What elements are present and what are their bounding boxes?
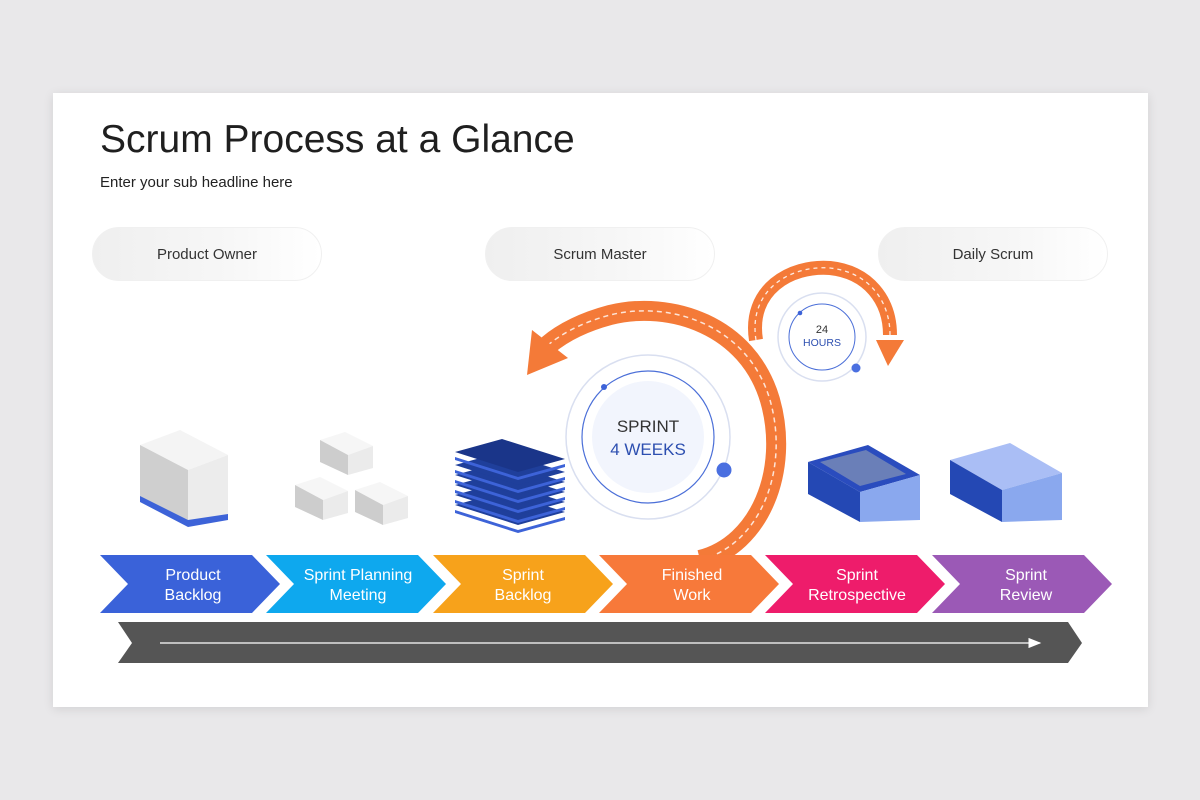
step-label-line1: Sprint <box>502 567 544 584</box>
page-title: Scrum Process at a Glance <box>100 118 575 161</box>
step-label-line2: Review <box>1000 587 1053 604</box>
sprint-circle-dot-small <box>601 384 607 390</box>
step-sprint-planning-meeting: Sprint Planning Meeting <box>266 555 446 613</box>
sprint-circle: SPRINT 4 WEEKS <box>565 354 732 520</box>
step-sprint-retrospective: Sprint Retrospective <box>765 555 945 613</box>
daily-loop-arrowhead <box>876 340 904 366</box>
sprint-label: SPRINT <box>617 417 679 436</box>
step-label-line1: Sprint Planning <box>304 567 413 584</box>
step-label-line2: Work <box>673 587 711 604</box>
step-label-line2: Meeting <box>330 587 387 604</box>
role-pill-daily-scrum: Daily Scrum <box>878 227 1108 281</box>
daily-circle: 24 HOURS <box>777 292 867 382</box>
sprint-circle-dot-large <box>716 462 732 478</box>
step-finished-work: Finished Work <box>599 555 779 613</box>
step-label-line1: Finished <box>662 567 722 584</box>
sprint-backlog-stack-icon <box>455 439 565 533</box>
step-sprint-review: Sprint Review <box>932 555 1112 613</box>
retrospective-box-icon <box>808 445 920 522</box>
step-sprint-backlog: Sprint Backlog <box>433 555 613 613</box>
sprint-duration: 4 WEEKS <box>610 440 686 459</box>
review-box-icon <box>950 443 1062 522</box>
daily-hours-number: 24 <box>816 324 828 336</box>
role-pill-product-owner: Product Owner <box>92 227 322 281</box>
step-label-line1: Sprint <box>836 567 878 584</box>
page-subtitle: Enter your sub headline here <box>100 174 293 191</box>
daily-hours-label: HOURS <box>803 337 841 349</box>
step-label-line2: Retrospective <box>808 587 906 604</box>
step-product-backlog: Product Backlog <box>100 555 280 613</box>
sprint-loop-arrowhead <box>527 330 568 375</box>
step-label-line1: Sprint <box>1005 567 1047 584</box>
step-label-line2: Backlog <box>165 587 222 604</box>
product-backlog-cube-icon <box>140 430 228 527</box>
process-steps: Product Backlog Sprint Planning Meeting … <box>100 555 1112 613</box>
timeline-bar <box>118 622 1082 663</box>
step-label-line2: Backlog <box>495 587 552 604</box>
sprint-planning-cubes-icon <box>295 432 408 525</box>
sprint-loop-arrow <box>527 300 787 570</box>
step-label-line1: Product <box>165 567 221 584</box>
role-pill-scrum-master: Scrum Master <box>485 227 715 281</box>
daily-loop-arrow <box>748 260 904 366</box>
